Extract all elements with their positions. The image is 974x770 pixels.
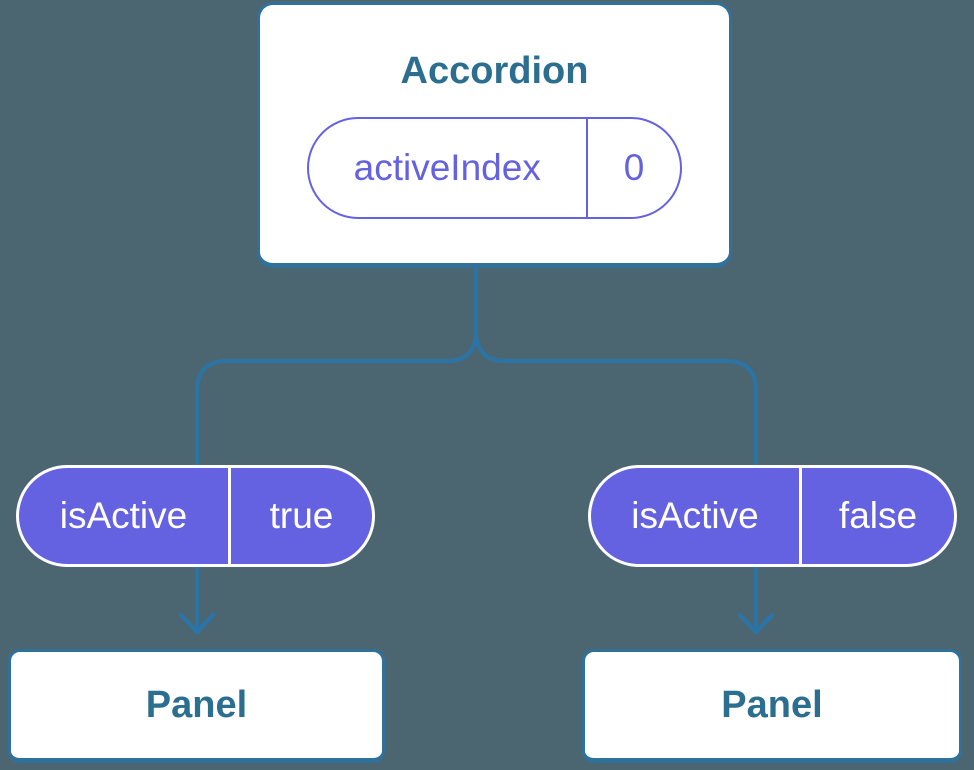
accordion-card-title: Accordion — [400, 50, 589, 92]
is-active-prop-pill-right: isActive false — [588, 465, 957, 567]
prop-pill-value: true — [269, 495, 334, 536]
prop-pill-value: false — [838, 495, 918, 536]
pill-divider — [799, 468, 802, 564]
arrowhead-down-right-icon — [737, 612, 775, 635]
arrowhead-down-left-icon — [178, 612, 216, 635]
state-pill-name: activeIndex — [353, 147, 541, 188]
connector-branch-right — [474, 264, 758, 631]
active-index-state-pill: activeIndex 0 — [307, 117, 682, 219]
accordion-component-card: Accordion activeIndex 0 — [257, 2, 732, 268]
panel-component-card-left: Panel — [8, 649, 385, 763]
panel-component-card-right: Panel — [582, 649, 962, 763]
connector-branch-left — [195, 264, 478, 631]
pill-divider — [228, 468, 231, 564]
panel-card-title: Panel — [145, 683, 248, 726]
prop-pill-name: isActive — [59, 495, 188, 536]
state-pill-value: 0 — [623, 147, 645, 188]
prop-pill-name: isActive — [631, 495, 759, 536]
pill-divider — [585, 119, 588, 217]
panel-card-title: Panel — [721, 683, 823, 726]
is-active-prop-pill-left: isActive true — [16, 465, 375, 567]
